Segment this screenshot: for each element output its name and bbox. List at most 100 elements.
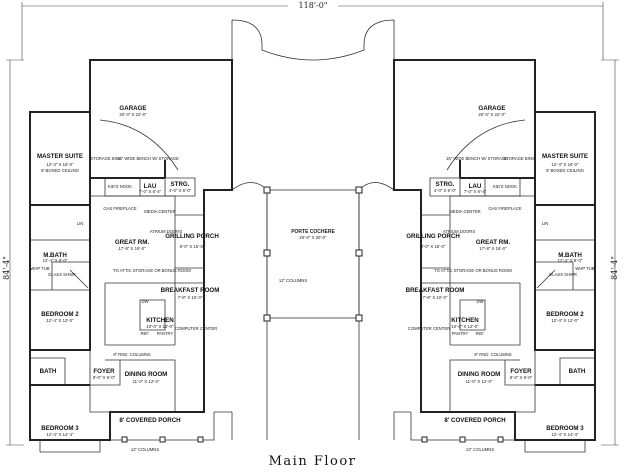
column <box>121 436 128 443</box>
bench-note: 16" WIDE BENCH W/ STORAGE <box>117 156 179 161</box>
master-suite-size: 12'-4" X 16'-0" <box>551 162 579 167</box>
depth-label-right: 84'-4" <box>610 256 619 280</box>
column <box>355 249 363 257</box>
master-suite-size: 12'-4" X 16'-0" <box>46 162 74 167</box>
lau-label: LAU <box>469 183 482 190</box>
covered-porch-label: 8' COVERED PORCH <box>119 417 181 424</box>
left-unit: GARAGE 20'-0" X 22'-0" STORAGE BINS 16" … <box>29 59 233 453</box>
breakfast-size: 7'-8" X 10'-0" <box>423 295 448 300</box>
bedroom-2-label: BEDROOM 2 <box>546 311 584 318</box>
plan-title: Main Floor <box>268 454 357 469</box>
great-room-size: 17'-8" X 16'-0" <box>118 246 146 251</box>
breakfast-size: 7'-8" X 10'-0" <box>178 295 203 300</box>
bench-note: 16" WIDE BENCH W/ STORAGE <box>446 156 508 161</box>
dining-size: 11'-0" X 12'-0" <box>466 379 493 384</box>
garage-label: GARAGE <box>119 105 146 112</box>
storage-bins: STORAGE BINS <box>503 156 535 161</box>
porch-columns: 12" COLUMNS <box>466 447 494 452</box>
refrigerator: REF. <box>140 331 149 336</box>
foyer-label: FOYER <box>93 368 115 375</box>
gas-fireplace: GAS FIREPLACE <box>488 206 521 211</box>
dining-label: DINING ROOM <box>458 371 501 378</box>
dishwasher: DW <box>142 299 149 304</box>
dining-size: 11'-0" X 12'-0" <box>133 379 160 384</box>
strg-label: STRG. <box>436 181 455 188</box>
glass-shower: GLASS SHWR <box>48 272 76 277</box>
column <box>459 436 466 443</box>
bedroom-3-label: BEDROOM 3 <box>41 425 79 432</box>
bath-label: BATH <box>569 368 586 375</box>
column <box>421 436 428 443</box>
bedroom-3-size: 12'-4" X 14'-4" <box>551 432 579 437</box>
columns-note: 12" COLUMNS <box>279 278 307 283</box>
garage-label: GARAGE <box>478 105 505 112</box>
strg-label: STRG. <box>171 181 190 188</box>
column <box>197 436 204 443</box>
strg-size: 4'-0" X 6'-0" <box>434 188 457 193</box>
bedroom-2-size: 12'-4" X 12'-0" <box>46 318 74 323</box>
whp-tub: WHP TUB <box>575 266 594 271</box>
grilling-porch-label: GRILLING PORCH <box>406 233 460 240</box>
linen: LIN <box>542 221 549 226</box>
round-columns: 8" RND. COLUMNS <box>474 352 512 357</box>
kitchen-size: 10'-0" X 12'-0" <box>451 324 479 329</box>
glass-shower: GLASS SHWR <box>549 272 577 277</box>
m-bath-label: M.BATH <box>558 252 582 259</box>
whp-tub: WHP TUB <box>30 266 49 271</box>
column <box>263 249 271 257</box>
storage-bins: STORAGE BINS <box>90 156 122 161</box>
bath-label: BATH <box>40 368 57 375</box>
great-room-size: 17'-8" X 16'-0" <box>479 246 507 251</box>
column <box>355 186 363 194</box>
master-suite-label: MASTER SUITE <box>37 153 83 160</box>
porte-cochere-area: PORTE COCHERE 20'-0" X 20'-0" 12" COLUMN… <box>99 19 526 440</box>
pantry: PANTRY <box>157 331 174 336</box>
grilling-porch-size: 8'-0" X 16'-0" <box>421 244 446 249</box>
bedroom-2-size: 12'-4" X 12'-0" <box>551 318 579 323</box>
kids-nook: KID'S NOOK <box>108 184 132 189</box>
attic-note: TO ATTIC STORAGE OR BONUS ROOM <box>434 268 512 273</box>
kitchen-label: KITCHEN <box>451 317 479 324</box>
covered-porch-label: 8' COVERED PORCH <box>444 417 506 424</box>
foyer-label: FOYER <box>510 368 532 375</box>
dishwasher: DW <box>477 299 484 304</box>
column <box>497 436 504 443</box>
porte-cochere-size: 20'-0" X 20'-0" <box>299 235 327 240</box>
column <box>159 436 166 443</box>
column <box>263 186 271 194</box>
media-center: MEDIA CENTER <box>449 209 480 214</box>
depth-label-left: 84'-4" <box>2 256 11 280</box>
lau-label: LAU <box>144 183 157 190</box>
strg-size: 4'-0" X 6'-0" <box>169 188 192 193</box>
pantry: PANTRY <box>452 331 469 336</box>
garage-size: 20'-0" X 22'-0" <box>119 112 147 117</box>
width-dimension: 118'-0" <box>21 0 604 60</box>
great-room-label: GREAT RM. <box>115 239 150 246</box>
bedroom-3-label: BEDROOM 3 <box>546 425 584 432</box>
master-ceiling: 9' BOXED CEILING <box>546 168 584 173</box>
atrium-doors: ATRIUM DOORS <box>150 229 182 234</box>
grilling-porch-size: 8'-0" X 16'-0" <box>180 244 205 249</box>
garage-size: 20'-0" X 22'-0" <box>478 112 506 117</box>
kitchen-size: 10'-0" X 12'-0" <box>146 324 174 329</box>
round-columns: 8" RND. COLUMNS <box>113 352 151 357</box>
great-room-label: GREAT RM. <box>476 239 511 246</box>
m-bath-size: 12'-4" X 8'-0" <box>43 258 68 263</box>
m-bath-label: M.BATH <box>43 252 67 259</box>
porte-cochere-label: PORTE COCHERE <box>291 229 335 235</box>
grilling-porch-label: GRILLING PORCH <box>165 233 219 240</box>
refrigerator: REF. <box>475 331 484 336</box>
computer-center: COMPUTER CENTER <box>408 326 450 331</box>
dining-label: DINING ROOM <box>125 371 168 378</box>
computer-center: COMPUTER CENTER <box>175 326 217 331</box>
bedroom-3-size: 12'-4" X 14'-4" <box>46 432 74 437</box>
foyer-size: 8'-0" X 5'-0" <box>510 375 533 380</box>
column <box>263 314 271 322</box>
kids-nook: KID'S NOOK <box>493 184 517 189</box>
master-suite-label: MASTER SUITE <box>542 153 588 160</box>
depth-dimension-left: 84'-4" <box>2 59 24 446</box>
attic-note: TO ATTIC STORAGE OR BONUS ROOM <box>113 268 191 273</box>
linen: LIN <box>77 221 84 226</box>
width-label: 118'-0" <box>299 1 328 10</box>
